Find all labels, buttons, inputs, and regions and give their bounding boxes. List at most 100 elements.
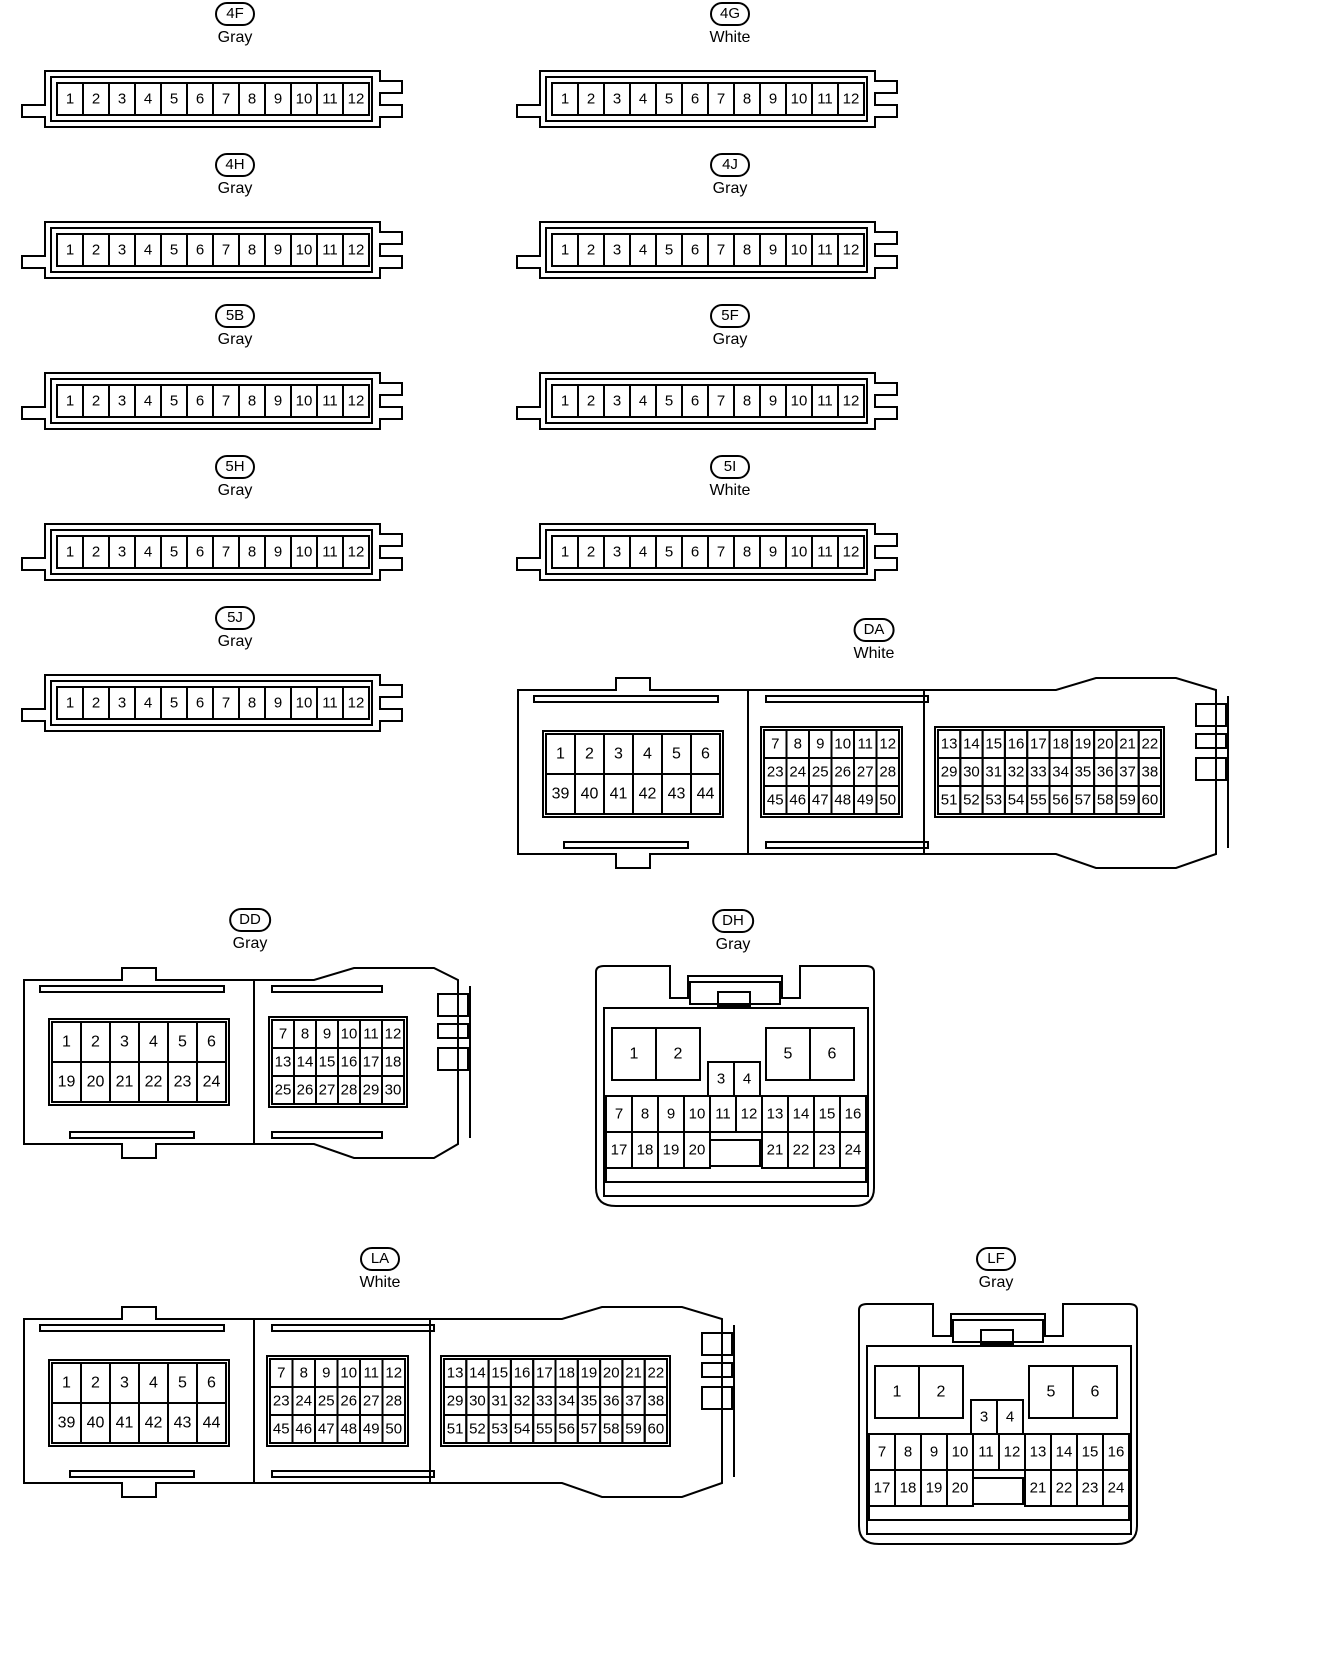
pin-number: 21 xyxy=(116,1074,134,1091)
pin-number: 23 xyxy=(819,1142,836,1159)
pin-number: 14 xyxy=(297,1054,314,1071)
pin-cavity xyxy=(837,233,865,267)
pin-number: 24 xyxy=(295,1393,312,1410)
pin-number: 38 xyxy=(648,1393,665,1410)
pin-cavity xyxy=(342,233,370,267)
pin-number: 8 xyxy=(301,1026,309,1043)
pin-number: 40 xyxy=(581,786,599,803)
pin-number: 10 xyxy=(296,91,313,108)
pin-number: 2 xyxy=(92,242,100,259)
pin-number: 3 xyxy=(118,544,126,561)
pin-number: 53 xyxy=(985,792,1002,809)
pin-number: 5 xyxy=(665,544,673,561)
pin-number: 12 xyxy=(879,736,896,753)
pin-number: 59 xyxy=(1119,792,1136,809)
pin-number: 9 xyxy=(667,1106,675,1123)
pin-number: 8 xyxy=(300,1365,308,1382)
pin-cavity xyxy=(196,1402,227,1444)
pin-cavity xyxy=(690,773,721,815)
pin-number: 8 xyxy=(794,736,802,753)
pin-number: 19 xyxy=(58,1074,76,1091)
pin-number: 16 xyxy=(514,1365,531,1382)
pin-number: 18 xyxy=(558,1365,575,1382)
pin-number: 9 xyxy=(930,1444,938,1461)
pin-number: 52 xyxy=(469,1421,486,1438)
pin-number: 19 xyxy=(663,1142,680,1159)
pin-number: 57 xyxy=(1075,792,1092,809)
pin-number: 9 xyxy=(274,544,282,561)
pin-number: 9 xyxy=(769,544,777,561)
pin-number: 14 xyxy=(1056,1444,1073,1461)
pin-number: 11 xyxy=(322,393,338,410)
pin-number: 20 xyxy=(1097,736,1114,753)
pin-number: 31 xyxy=(491,1393,508,1410)
pin-number: 17 xyxy=(1030,736,1047,753)
pin-number: 11 xyxy=(363,1026,379,1043)
pin-number: 17 xyxy=(536,1365,553,1382)
pin-number: 16 xyxy=(1108,1444,1125,1461)
pin-number: 48 xyxy=(340,1421,357,1438)
pin-number: 1 xyxy=(62,1375,71,1392)
pin-number: 21 xyxy=(625,1365,642,1382)
pin-number: 4 xyxy=(1006,1409,1014,1426)
pin-number: 30 xyxy=(385,1082,402,1099)
pin-number: 22 xyxy=(1142,736,1159,753)
pin-cavity xyxy=(837,535,865,569)
pin-number: 11 xyxy=(363,1365,379,1382)
pin-number: 18 xyxy=(637,1142,654,1159)
pin-number: 13 xyxy=(275,1054,292,1071)
pin-number: 5 xyxy=(1047,1384,1056,1401)
pin-number: 1 xyxy=(66,393,74,410)
pin-number: 7 xyxy=(222,393,230,410)
pin-number: 15 xyxy=(1082,1444,1099,1461)
pin-cavity xyxy=(655,1027,701,1081)
pin-number: 2 xyxy=(587,544,595,561)
pin-number: 10 xyxy=(791,242,808,259)
connector-color-label: Gray xyxy=(712,331,748,348)
pin-number: 5 xyxy=(784,1046,793,1063)
pin-cavity xyxy=(643,1414,669,1444)
pin-number: 10 xyxy=(296,393,313,410)
pin-number: 22 xyxy=(1056,1480,1073,1497)
pin-number: 18 xyxy=(385,1054,402,1071)
pin-number: 26 xyxy=(834,764,851,781)
pin-number: 7 xyxy=(222,91,230,108)
pin-number: 22 xyxy=(648,1365,665,1382)
pin-number: 35 xyxy=(581,1393,598,1410)
pin-number: 43 xyxy=(174,1415,192,1432)
pin-number: 29 xyxy=(941,764,958,781)
pin-number: 17 xyxy=(611,1142,628,1159)
pin-number: 14 xyxy=(793,1106,810,1123)
pin-number: 5 xyxy=(178,1034,187,1051)
pin-number: 11 xyxy=(817,393,833,410)
pin-number: 20 xyxy=(952,1480,969,1497)
pin-number: 1 xyxy=(630,1046,639,1063)
pin-number: 38 xyxy=(1142,764,1159,781)
pin-number: 20 xyxy=(87,1074,105,1091)
connector-color-label: Gray xyxy=(217,482,253,499)
pin-number: 12 xyxy=(348,91,365,108)
pin-number: 11 xyxy=(857,736,873,753)
pin-number: 50 xyxy=(879,792,896,809)
pin-number: 9 xyxy=(274,695,282,712)
pin-number: 5 xyxy=(665,242,673,259)
pin-number: 28 xyxy=(341,1082,358,1099)
pin-number: 10 xyxy=(341,1026,358,1043)
pin-number: 45 xyxy=(767,792,784,809)
pin-number: 29 xyxy=(363,1082,380,1099)
pin-number: 12 xyxy=(1004,1444,1021,1461)
pin-number: 56 xyxy=(558,1421,575,1438)
connector-id-badge: 4G xyxy=(709,2,751,26)
pin-cavity xyxy=(809,1027,855,1081)
pin-number: 58 xyxy=(1097,792,1114,809)
pin-cavity xyxy=(342,384,370,418)
pin-number: 2 xyxy=(587,242,595,259)
pin-number: 14 xyxy=(963,736,980,753)
pin-number: 44 xyxy=(697,786,715,803)
